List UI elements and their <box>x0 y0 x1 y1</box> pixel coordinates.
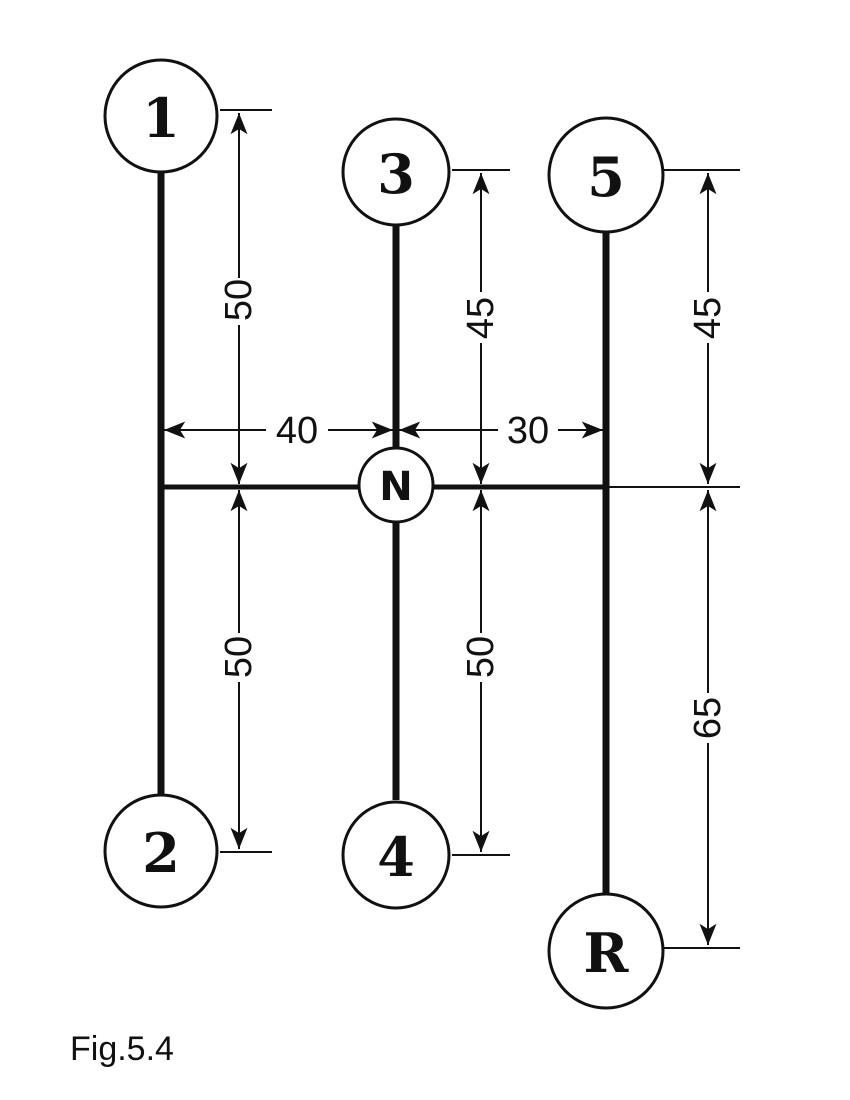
extension-lines <box>220 109 740 949</box>
dim-label-lower-4: 50 <box>460 636 502 678</box>
gear-2: 2 <box>103 793 219 909</box>
gear-5-label: 5 <box>587 145 625 209</box>
gear-4: 4 <box>341 800 451 910</box>
gear-R-label: R <box>584 921 630 985</box>
gear-3: 3 <box>341 117 451 227</box>
dim-label-span-1-3: 40 <box>276 410 318 452</box>
gear-N: N <box>357 446 435 524</box>
dim-label-upper-1: 50 <box>218 279 260 321</box>
gear-positions: 1 2 3 4 5 R N <box>103 58 665 1010</box>
dimension-labels: 50 50 45 50 45 65 40 30 <box>218 279 729 739</box>
gear-4-label: 4 <box>377 825 415 889</box>
vertical-dimensions <box>230 113 717 945</box>
figure-caption: Fig.5.4 <box>70 1030 174 1068</box>
dim-label-span-3-5: 30 <box>507 410 549 452</box>
gear-1: 1 <box>103 58 219 174</box>
shift-gate <box>157 170 610 897</box>
gear-N-label: N <box>379 464 412 510</box>
dim-label-lower-R: 65 <box>687 697 729 739</box>
gear-2-label: 2 <box>142 821 180 885</box>
dim-label-lower-2: 50 <box>218 636 260 678</box>
dim-label-upper-3: 45 <box>460 297 502 339</box>
gear-R: R <box>547 892 665 1010</box>
dim-label-upper-5: 45 <box>687 297 729 339</box>
gear-3-label: 3 <box>377 142 415 206</box>
gear-1-label: 1 <box>142 86 180 150</box>
gear-5: 5 <box>547 116 665 234</box>
